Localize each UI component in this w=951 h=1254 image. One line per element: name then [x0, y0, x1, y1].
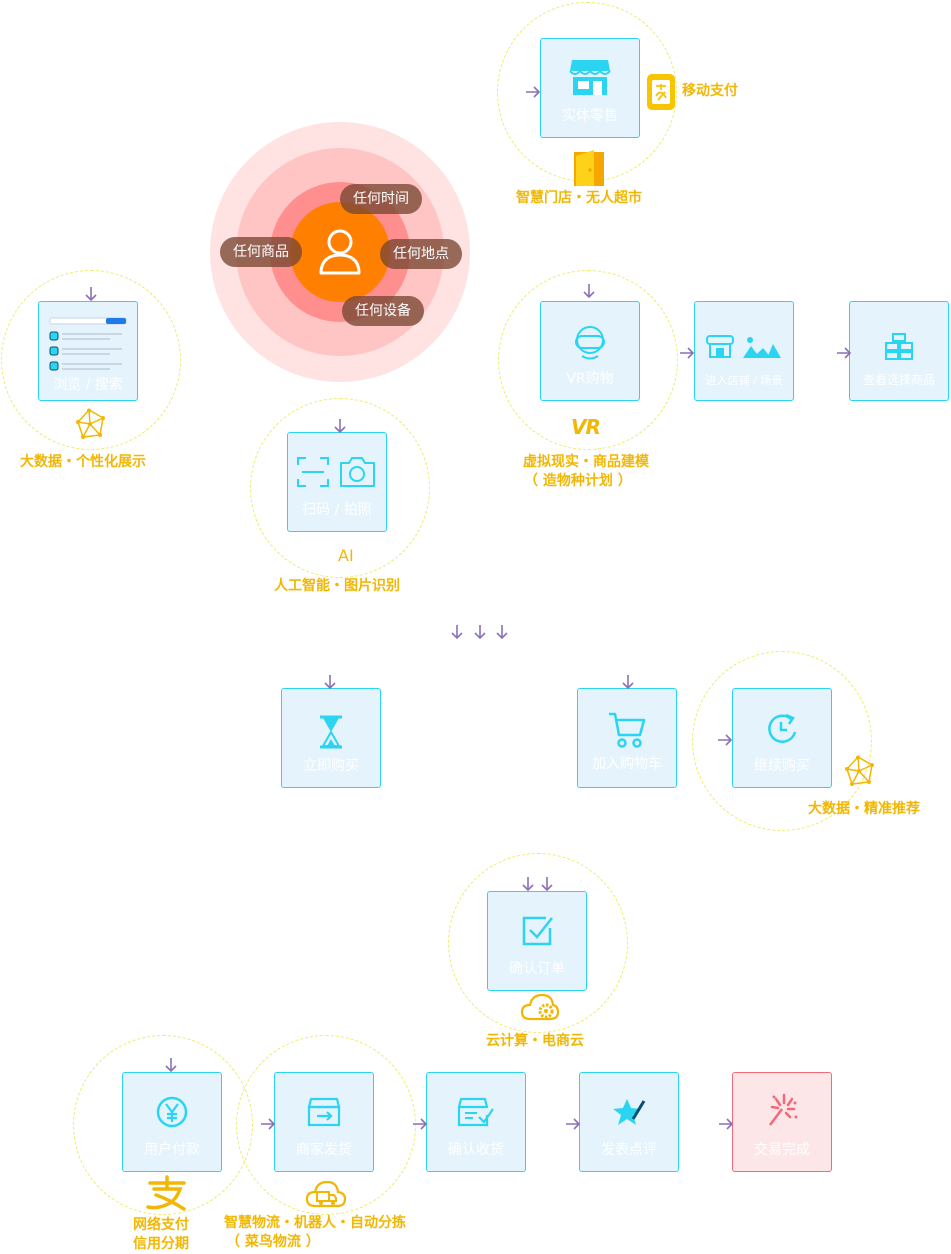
node-vr-label: VR购物	[566, 371, 614, 387]
vr-logo: VR	[571, 415, 601, 439]
node-view-goods[interactable]: 查看选择商品	[849, 301, 949, 401]
node-ship[interactable]: 商家发货	[274, 1072, 374, 1172]
caption-ai: 人工智能・图片识别	[274, 578, 400, 594]
arrow-down-merge-1	[451, 625, 463, 640]
arrow-right-receive	[566, 1118, 581, 1130]
arrow-right-store	[837, 347, 852, 359]
storefront-icon	[569, 60, 611, 95]
cloud-gear-icon	[520, 993, 560, 1021]
caption-vr-line1: 虚拟现实・商品建模	[523, 454, 649, 470]
tag-any-place: 任何地点	[380, 239, 462, 269]
alipay-icon	[146, 1175, 186, 1211]
tag-any-time: 任何时间	[340, 184, 422, 214]
door-icon	[574, 150, 604, 186]
highlight-ring-order	[448, 853, 628, 1033]
node-enter-store-label: 进入店铺 / 场景	[705, 374, 783, 387]
highlight-ring-scan	[250, 398, 430, 578]
node-buy-now[interactable]: 立即购买	[281, 688, 381, 788]
list-icon	[49, 317, 127, 371]
node-receive-label: 确认收货	[448, 1142, 504, 1158]
mobile-pay-icon	[647, 74, 675, 110]
network-icon	[76, 408, 105, 439]
caption-bigdata-precise: 大数据・精准推荐	[808, 801, 920, 817]
arrow-down-cart	[622, 675, 634, 690]
highlight-ring-browse	[1, 270, 181, 450]
caption-pay-line1: 网络支付	[133, 1217, 189, 1233]
scan-camera-icon	[297, 457, 375, 487]
node-add-cart[interactable]: 加入购物车	[577, 688, 677, 788]
arrow-down-pay	[165, 1058, 177, 1073]
arrow-right-pay	[261, 1118, 276, 1130]
box-check-icon	[457, 1097, 494, 1127]
caption-cloud: 云计算・电商云	[486, 1033, 584, 1049]
arrow-down-order-2	[541, 877, 553, 892]
arrow-right-retail	[526, 86, 541, 98]
node-pay[interactable]: 用户付款	[122, 1072, 222, 1172]
store-scene-icon	[706, 335, 781, 358]
node-done-label: 交易完成	[754, 1142, 810, 1158]
caption-mobile-pay: 移动支付	[682, 83, 738, 99]
cloud-truck-icon	[305, 1180, 347, 1208]
caption-pay-line2: 信用分期	[133, 1236, 189, 1252]
node-continue-buy-label: 继续购买	[754, 758, 810, 774]
tag-any-goods: 任何商品	[220, 237, 302, 267]
node-browse-label: 浏览 / 搜索	[53, 377, 123, 393]
arrow-down-merge-2	[474, 625, 486, 640]
arrow-down-browse	[85, 287, 97, 302]
highlight-ring-continue	[692, 651, 872, 831]
shelf-icon	[885, 333, 913, 360]
node-review-label: 发表点评	[601, 1142, 657, 1158]
node-retail-label: 实体零售	[562, 108, 618, 124]
arrow-right-vr	[680, 347, 695, 359]
caption-smart-store: 智慧门店・无人超市	[516, 190, 642, 206]
highlight-ring-vr	[498, 270, 678, 450]
node-confirm-order[interactable]: 确认订单	[487, 891, 587, 991]
node-scan[interactable]: 扫码 / 拍照	[287, 432, 387, 532]
checkbox-icon	[522, 916, 553, 946]
network-icon-2	[845, 755, 874, 786]
node-buy-now-label: 立即购买	[303, 758, 359, 774]
node-confirm-order-label: 确认订单	[509, 961, 565, 977]
arrow-right-review	[719, 1118, 734, 1130]
box-ship-icon	[307, 1097, 341, 1127]
cart-icon	[609, 712, 646, 748]
firework-icon	[769, 1093, 798, 1126]
node-enter-store[interactable]: 进入店铺 / 场景	[694, 301, 794, 401]
node-receive[interactable]: 确认收货	[426, 1072, 526, 1172]
yuan-coin-icon	[156, 1096, 188, 1128]
caption-vr-line2: （ 造物种计划 ）	[524, 473, 632, 489]
arrow-right-ship	[413, 1118, 428, 1130]
node-review[interactable]: 发表点评	[579, 1072, 679, 1172]
caption-bigdata-personal: 大数据・个性化展示	[20, 454, 146, 470]
highlight-ring-ship	[236, 1035, 416, 1215]
vr-headset-icon	[575, 326, 605, 360]
node-retail[interactable]: 实体零售	[540, 38, 640, 138]
arrow-down-merge-3	[496, 625, 508, 640]
node-view-goods-label: 查看选择商品	[862, 373, 935, 387]
node-vr[interactable]: VR购物	[540, 301, 640, 401]
user-icon	[319, 229, 361, 275]
node-add-cart-label: 加入购物车	[592, 756, 662, 772]
tag-any-device: 任何设备	[342, 296, 424, 326]
arrow-down-vr	[583, 284, 595, 299]
arrow-right-cart	[718, 734, 733, 746]
arrow-down-order-1	[522, 877, 534, 892]
node-done[interactable]: 交易完成	[732, 1072, 832, 1172]
node-browse[interactable]: 浏览 / 搜索	[38, 301, 138, 401]
node-ship-label: 商家发货	[296, 1142, 352, 1158]
refresh-clock-icon	[768, 713, 797, 743]
node-pay-label: 用户付款	[144, 1142, 200, 1158]
caption-logistics-line1: 智慧物流・机器人・自动分拣	[224, 1215, 406, 1231]
ai-logo: AI	[338, 546, 354, 565]
node-continue-buy[interactable]: 继续购买	[732, 688, 832, 788]
hourglass-icon	[320, 715, 342, 749]
node-scan-label: 扫码 / 拍照	[302, 502, 372, 518]
star-pen-icon	[613, 1099, 646, 1125]
caption-logistics-line2: （ 菜鸟物流 ）	[226, 1234, 320, 1250]
arrow-down-buy-now	[324, 675, 336, 690]
arrow-down-scan	[334, 419, 346, 434]
